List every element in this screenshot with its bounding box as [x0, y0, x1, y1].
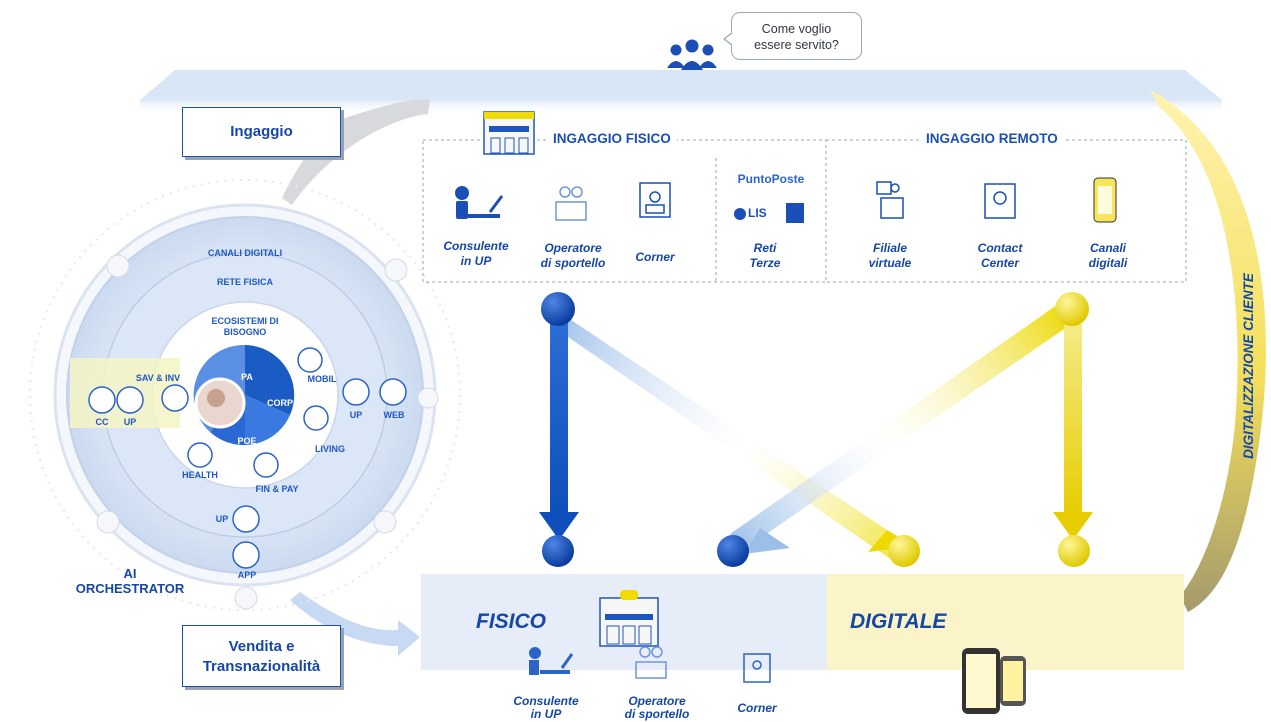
sector-corp: CORP [266, 398, 293, 408]
sector-poe: POE [237, 436, 257, 446]
channel-third-party-line-1: Reti [753, 241, 777, 255]
node-remote-source [1055, 292, 1089, 326]
channel-consultant: Consulente in UP [436, 239, 516, 269]
sales-label-line-2: Transnazionalità [202, 658, 321, 675]
mobile-app-icon [962, 648, 1026, 714]
engagement-label: Ingaggio [230, 123, 293, 140]
ai-orchestrator-circle [29, 179, 461, 611]
channel-counter-operator: Operatore di sportello [528, 241, 618, 271]
channel-contact-center-line-2: Center [980, 256, 1019, 270]
node-digital-target-2 [1058, 535, 1090, 567]
contact-center-icon [984, 183, 1016, 219]
counter-operator-icon [555, 186, 587, 221]
bubble-line-2: essere servito? [754, 38, 839, 52]
node-sav-inv: SAV & INV [135, 373, 181, 383]
node-app: APP [237, 570, 257, 580]
ring-need-ecosystems-2: BISOGNO [223, 327, 267, 337]
digitalization-label: DIGITALIZZAZIONE CLIENTE [1241, 273, 1256, 459]
partner-logo-lis: LIS [748, 206, 767, 220]
node-web: WEB [383, 410, 405, 420]
node-health: HEALTH [182, 470, 218, 480]
channel-digital: Canali digitali [1076, 241, 1140, 271]
engagement-box: Ingaggio [182, 107, 341, 157]
orchestrator-line-1: AI [123, 566, 137, 581]
channel-operator-line-2: di sportello [540, 256, 606, 270]
consultant-desk-icon [455, 186, 504, 219]
consultant-desk-icon-bottom [529, 647, 574, 675]
sales-label-line-1: Vendita e [228, 638, 295, 655]
physical-engagement-title: INGAGGIO FISICO [547, 131, 677, 146]
ai-orchestrator-label: AI ORCHESTRATOR [62, 566, 198, 596]
bottom-consultant-line-1: Consulente [513, 694, 579, 708]
channel-corner-line-1: Corner [635, 250, 675, 264]
channel-virtual-branch-line-2: virtuale [868, 256, 912, 270]
digitalization-arc [1150, 90, 1266, 612]
channel-digital-line-1: Canali [1089, 241, 1126, 255]
node-up-right: UP [349, 410, 363, 420]
sector-pa: PA [241, 372, 253, 382]
third-party-network-icon [734, 203, 804, 223]
flow-remote-down [1064, 318, 1082, 514]
orchestrator-line-2: ORCHESTRATOR [75, 581, 185, 596]
node-cc: CC [95, 417, 109, 427]
digital-panel [827, 574, 1184, 670]
ring-need-ecosystems-1: ECOSISTEMI DI [211, 316, 279, 326]
node-up-left: UP [123, 417, 137, 427]
post-office-building-icon-top [483, 111, 535, 155]
bottom-corner-line-1: Corner [737, 701, 777, 715]
flow-physical-to-digital [552, 302, 905, 558]
node-up-bottom: UP [215, 514, 229, 524]
node-physical-target-2 [717, 535, 749, 567]
node-physical-target-1 [542, 535, 574, 567]
node-digital-target-1 [888, 535, 920, 567]
top-band [140, 70, 1222, 100]
channel-operator-line-1: Operatore [544, 241, 602, 255]
bottom-operator-line-2: di sportello [624, 707, 690, 721]
channel-third-party-line-2: Terze [749, 256, 781, 270]
sales-box: Vendita e Transnazionalità [182, 625, 341, 687]
digital-label: DIGITALE [850, 610, 947, 633]
physical-label: FISICO [476, 610, 547, 633]
bottom-channel-operator: Operatore di sportello [612, 695, 702, 721]
customer-question-bubble: Come voglio essere servito? [723, 12, 862, 60]
channel-consultant-line-2: in UP [460, 254, 492, 268]
node-mobil: MOBIL [307, 374, 337, 384]
flow-remote-to-physical [730, 300, 1080, 548]
digital-channels-icon [1093, 177, 1117, 223]
sales-arrow [290, 592, 420, 656]
customers-group-icon [667, 39, 717, 70]
node-living: LIVING [314, 444, 345, 454]
bottom-channel-consultant: Consulente in UP [506, 695, 586, 721]
channel-third-party: Reti Terze [740, 241, 790, 271]
bottom-consultant-line-2: in UP [530, 707, 562, 721]
channel-consultant-line-1: Consulente [443, 239, 509, 253]
channel-virtual-branch: Filiale virtuale [858, 241, 922, 271]
bubble-line-1: Come voglio [761, 22, 832, 36]
corner-screen-icon [639, 182, 671, 218]
bottom-channel-corner: Corner [732, 702, 782, 715]
flow-physical-down [550, 318, 568, 514]
channel-virtual-branch-line-1: Filiale [872, 241, 907, 255]
channel-digital-line-2: digitali [1088, 256, 1128, 270]
channel-corner: Corner [630, 250, 680, 265]
partner-logo-puntoposte: PuntoPoste [737, 172, 805, 186]
node-fin-pay: FIN & PAY [255, 484, 299, 494]
post-office-building-icon-bottom [599, 590, 659, 647]
ring-physical-network: RETE FISICA [216, 277, 273, 287]
bottom-operator-line-1: Operatore [628, 694, 686, 708]
ring-digital-channels: CANALI DIGITALI [207, 248, 283, 258]
corner-screen-icon-bottom [743, 653, 771, 683]
virtual-branch-icon [876, 181, 904, 219]
channel-contact-center: Contact Center [968, 241, 1032, 271]
node-physical-source [541, 292, 575, 326]
remote-engagement-title: INGAGGIO REMOTO [920, 131, 1064, 146]
counter-operator-icon-bottom [635, 646, 667, 679]
channel-contact-center-line-1: Contact [977, 241, 1023, 255]
